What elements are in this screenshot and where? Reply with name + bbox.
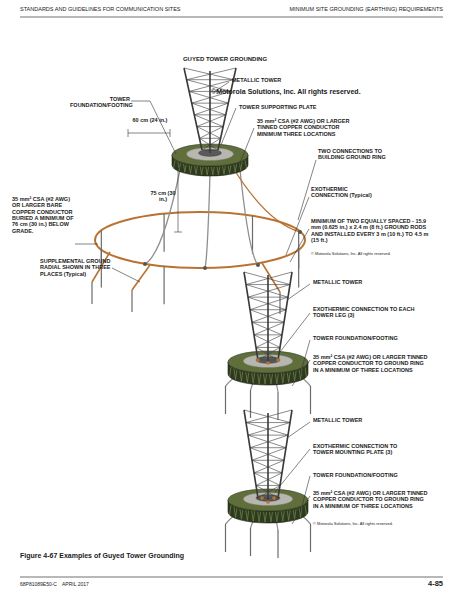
exothermic-connection <box>272 496 276 500</box>
callout-label: EXOTHERMIC CONNECTION (Typical) <box>311 186 373 199</box>
page-footer: 4-85 <box>403 580 443 589</box>
ground-rod <box>91 282 92 304</box>
ground-rod <box>298 250 299 288</box>
exothermic-connection <box>276 358 280 362</box>
callout-label: © Motorola Solutions, Inc. All rights re… <box>311 252 431 257</box>
exothermic-connection <box>203 266 207 270</box>
ground-conductor <box>232 166 300 232</box>
page-footer: APRIL 2017 <box>62 582 122 588</box>
callout-label: MINIMUM OF TWO EQUALLY SPACED - 15.9 mm … <box>311 218 429 243</box>
ground-rod <box>225 386 226 414</box>
ground-rod <box>131 290 132 312</box>
exothermic-connection <box>256 358 260 362</box>
exothermic-connection <box>260 496 264 500</box>
ground-rod <box>310 386 311 414</box>
exothermic-connection <box>266 500 270 504</box>
callout-label: 75 cm (30 in.) <box>150 190 176 203</box>
callout-label: TOWER FOUNDATION/FOOTING <box>70 96 130 109</box>
tower-lattice <box>184 68 236 153</box>
ground-radial <box>132 265 150 290</box>
ground-rod <box>250 390 251 418</box>
callout-label: TWO CONNECTIONS TO BUILDING GROUND RING <box>318 148 388 161</box>
tower-plate-figure <box>226 410 311 558</box>
callout-label: 35 mm² CSA (#2 AWG) OR LARGER TINNED COP… <box>313 354 428 373</box>
ground-conductor <box>145 170 180 264</box>
figure-caption: Figure 4-67 Examples of Guyed Tower Grou… <box>20 552 320 560</box>
tower-lattice <box>244 410 292 501</box>
ground-rod <box>163 266 164 304</box>
ground-rod <box>277 530 278 558</box>
ground-conductor <box>205 174 210 268</box>
callout-label: 60 cm (24 in.) <box>132 117 168 123</box>
callout-label: METALLIC TOWER <box>232 77 302 83</box>
exothermic-connection <box>143 262 147 266</box>
callout-label: 35 mm² CSA (#2 AWG) OR LARGER TINNED COP… <box>257 118 357 137</box>
callout-label: 35 mm² CSA (#2 AWG) OR LARGER BARE COPPE… <box>12 196 74 234</box>
callout-label: METALLIC TOWER <box>313 417 403 423</box>
callout-label: SUPPLEMENTAL GROUND RADIAL SHOWN IN THRE… <box>40 258 112 277</box>
ground-rod <box>310 524 311 552</box>
callout-label: METALLIC TOWER <box>313 279 403 285</box>
page-header: MINIMUM SITE GROUNDING (EARTHING) REQUIR… <box>243 6 443 12</box>
exothermic-connection <box>256 263 260 267</box>
page-header: STANDARDS AND GUIDELINES FOR COMMUNICATI… <box>20 6 220 12</box>
leader-lines <box>75 82 316 524</box>
exothermic-connection <box>266 361 270 365</box>
callout-label: EXOTHERMIC CONNECTION TO EACH TOWER LEG … <box>313 306 418 319</box>
figure-heading: GUYED TOWER GROUNDING <box>160 56 290 63</box>
tower-leg-figure <box>226 272 311 420</box>
ground-rod <box>225 524 226 552</box>
dimension-lines <box>128 129 182 232</box>
ground-conductor <box>240 170 258 265</box>
callout-label: EXOTHERMIC CONNECTION TO TOWER MOUNTING … <box>313 443 418 456</box>
callout-label: TOWER FOUNDATION/FOOTING <box>313 335 418 341</box>
ground-rod <box>277 392 278 420</box>
callout-label: TOWER SUPPORTING PLATE <box>239 104 349 110</box>
ground-ring <box>95 212 305 268</box>
tower-lattice <box>244 272 292 363</box>
callout-label: 35 mm² CSA (#2 AWG) OR LARGER TINNED COP… <box>313 490 428 509</box>
page-rules <box>20 17 443 577</box>
ground-rod <box>279 292 280 314</box>
callout-label: © Motorola Solutions, Inc. All rights re… <box>313 522 433 527</box>
callout-label: TOWER FOUNDATION/FOOTING <box>313 472 418 478</box>
exothermic-connection <box>298 230 302 234</box>
callout-label: ©Motorola Solutions, Inc. All rights res… <box>211 88 401 96</box>
ground-rod <box>250 528 251 556</box>
